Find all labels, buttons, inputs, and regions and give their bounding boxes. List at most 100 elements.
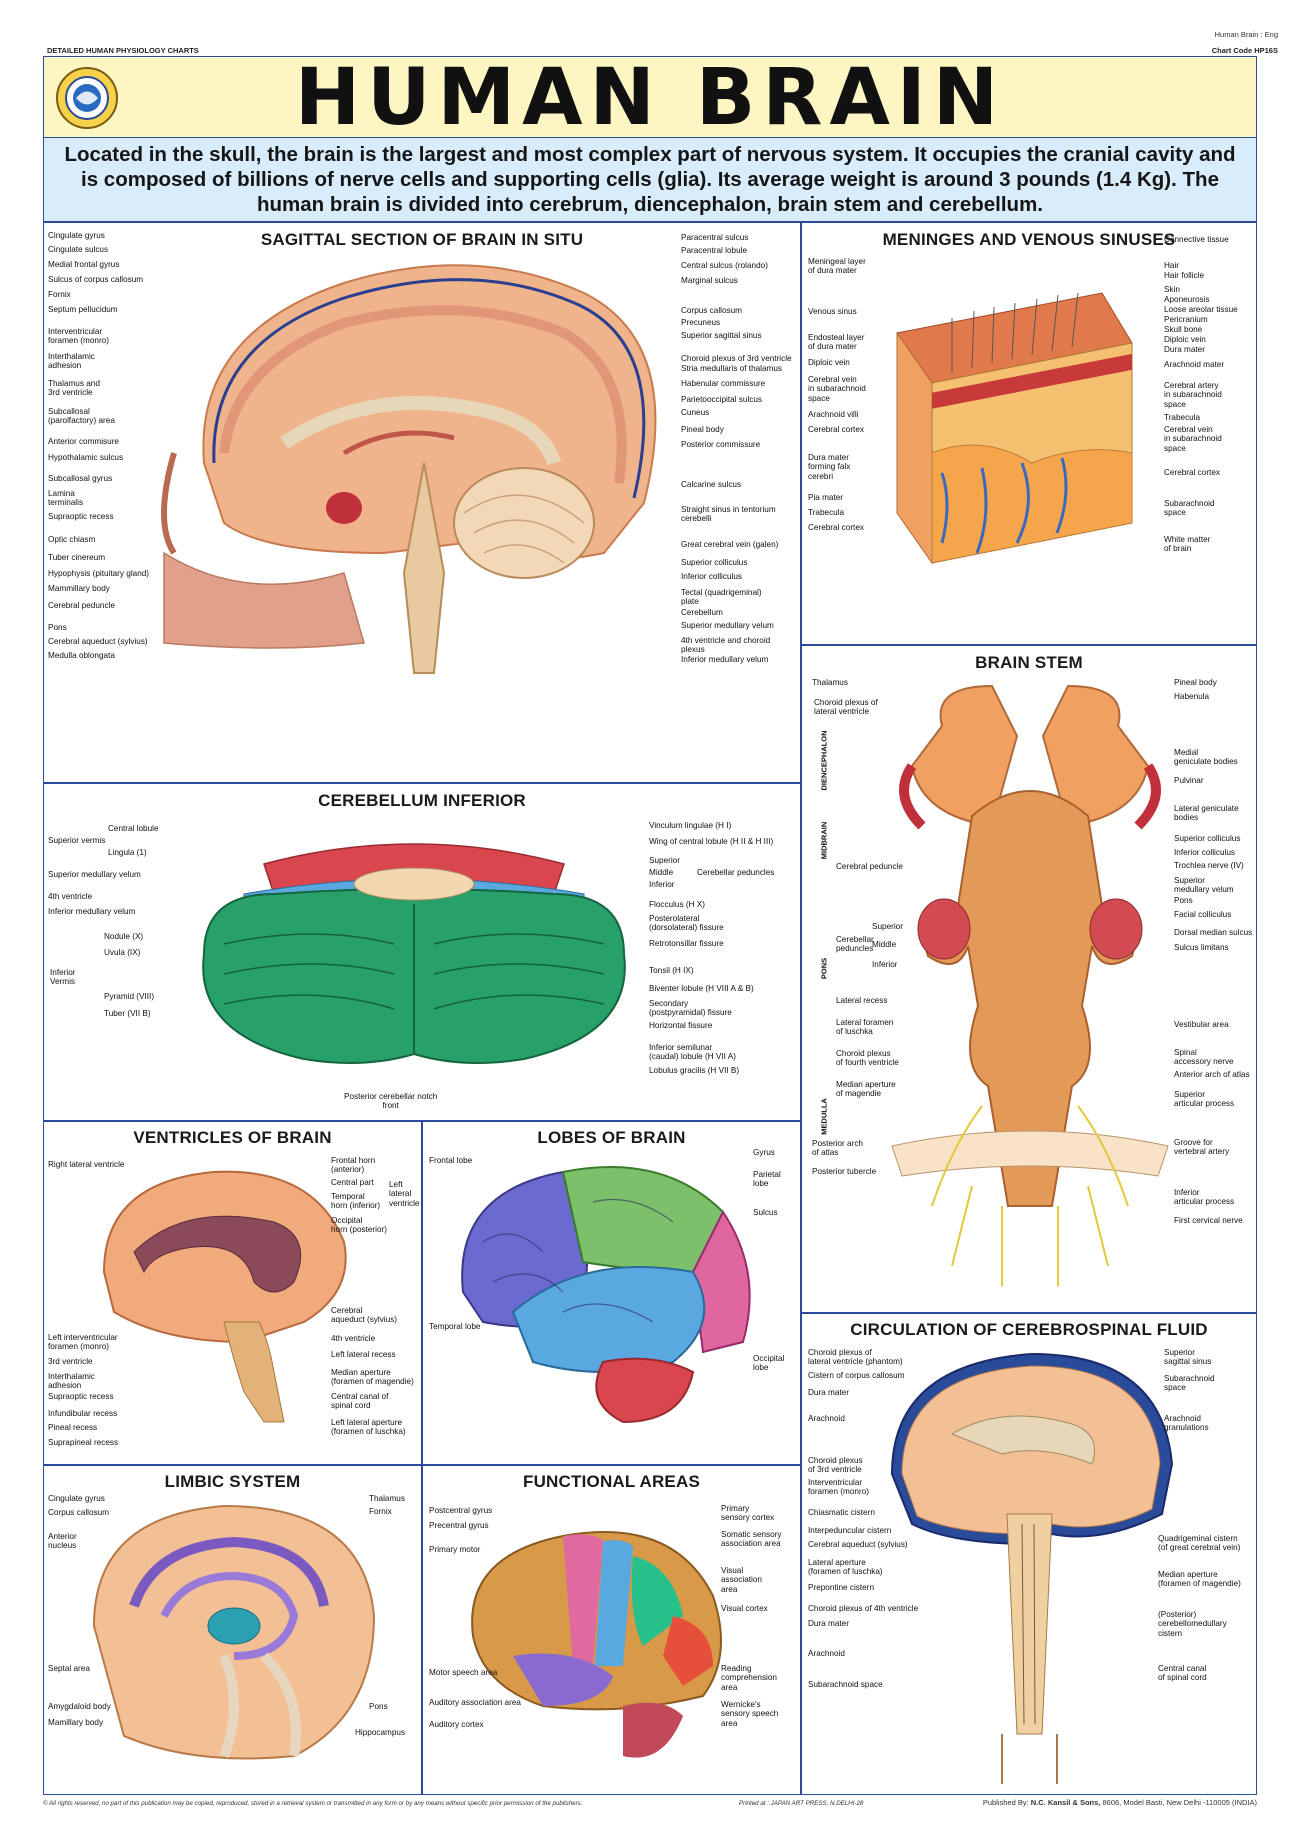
panel-title: FUNCTIONAL AREAS [523, 1472, 700, 1491]
label: Central lobule [108, 824, 159, 833]
label: Suprapineal recess [48, 1438, 119, 1447]
brainstem-side-labels: DIENCEPHALON MIDBRAIN PONS MEDULLA [816, 646, 832, 1314]
label: Choroid plexus of fourth ventricle [836, 1049, 899, 1068]
functional-illustration [471, 1531, 722, 1758]
footer-rights: © All rights reserved, no part of this p… [43, 1800, 583, 1807]
label: Inferior [872, 960, 898, 969]
footer-publisher-name: N.C. Kansil & Sons, [1030, 1798, 1101, 1807]
label: Pulvinar [1174, 776, 1204, 785]
panel-title: CIRCULATION OF CEREBROSPINAL FLUID [850, 1320, 1208, 1339]
label: Motor speech area [429, 1668, 498, 1677]
cerebellum-illustration [202, 843, 626, 1064]
publisher-logo [54, 65, 120, 131]
label: Central part [331, 1178, 374, 1187]
label: Inferior medullary velum [48, 907, 136, 916]
csf-illustration [890, 1352, 1174, 1784]
label: Hypothalamic sulcus [48, 453, 124, 462]
label: Fornix [369, 1507, 392, 1516]
label: Middle [872, 940, 897, 949]
label: Prepontine cistern [808, 1583, 874, 1592]
label: Thalamus and 3rd ventricle [48, 379, 100, 398]
label: Cerebral cortex [1164, 468, 1220, 477]
label: 4th ventricle and choroid plexus [681, 636, 771, 655]
series-label: DETAILED HUMAN PHYSIOLOGY CHARTS [47, 46, 199, 55]
label: Central sulcus (rolando) [681, 261, 768, 270]
label: Choroid plexus of 3rd ventricle [808, 1456, 863, 1475]
label: Meningeal layer of dura mater [808, 257, 866, 276]
label: Loose areolar tissue [1164, 305, 1238, 314]
limbic-illustration [92, 1504, 376, 1760]
panel-brainstem: BRAIN STEM DIENCEPHALON MIDBRAIN PONS ME… [801, 645, 1257, 1313]
label: Pineal recess [48, 1423, 98, 1432]
label: Subarachnoid space [808, 1680, 883, 1689]
label: Dura mater [1164, 345, 1205, 354]
label: Trochlea nerve (IV) [1174, 861, 1244, 870]
label: 4th ventricle [48, 892, 93, 901]
label: First cervical nerve [1174, 1216, 1243, 1225]
label: Inferior [649, 880, 675, 889]
label: Anterior nucleus [48, 1532, 77, 1551]
label: Lingula (1) [108, 848, 147, 857]
label: Inferior colliculus [681, 572, 742, 581]
label: 3rd ventricle [48, 1357, 93, 1366]
label: Visual association area [721, 1566, 762, 1594]
label: Trabecula [1164, 413, 1201, 422]
label: Nodule (X) [104, 932, 144, 941]
panel-meninges: MENINGES AND VENOUS SINUSES Meningeal la… [801, 222, 1257, 645]
panel-cerebellum: CEREBELLUM INFERIOR Central lobule Super… [43, 783, 801, 1121]
label: Primary motor [429, 1545, 481, 1554]
label: Cingulate sulcus [48, 245, 109, 254]
label: Medial geniculate bodies [1174, 748, 1238, 767]
label: Septal area [48, 1664, 90, 1673]
label: Tuber cinereum [48, 553, 106, 562]
label: Dura mater [808, 1388, 849, 1397]
panel-sagittal: SAGITTAL SECTION OF BRAIN IN SITU Cingul… [43, 222, 801, 783]
label: Inferior Vermis [50, 968, 76, 987]
label: Posterior arch of atlas [812, 1139, 863, 1158]
label: Cerebral vein in subarachnoid space [808, 375, 866, 403]
label: Superior sagittal sinus [1164, 1348, 1212, 1367]
label: Central canal of spinal cord [331, 1392, 389, 1411]
posterior-notch-label: Posterior cerebellar notch front [344, 1092, 438, 1111]
label: Aponeurosis [1164, 295, 1210, 304]
label: Right lateral ventricle [48, 1160, 125, 1169]
label: Cerebral cortex [808, 425, 864, 434]
label: Lateral recess [836, 996, 888, 1005]
panel-lobes: LOBES OF BRAIN Frontal lobe Gyrus Pariet… [422, 1121, 801, 1465]
label: Cerebral cortex [808, 523, 864, 532]
intro-band: Located in the skull, the brain is the l… [43, 138, 1257, 222]
footer: © All rights reserved, no part of this p… [43, 1798, 1257, 1812]
panel-title: LOBES OF BRAIN [537, 1128, 686, 1147]
label: Occipital horn (posterior) [331, 1216, 387, 1235]
label: Median aperture (foramen of magendie) [1158, 1570, 1241, 1589]
label: Cerebral peduncle [48, 601, 115, 610]
label: Inferior colliculus [1174, 848, 1235, 857]
label: Pons [369, 1702, 388, 1711]
label: Superior colliculus [1174, 834, 1241, 843]
label: Subarachnoid space [1164, 499, 1215, 518]
label: Cerebral aqueduct (sylvius) [808, 1540, 908, 1549]
label: Auditory cortex [429, 1720, 484, 1729]
label: Arachnoid [808, 1649, 845, 1658]
panel-title: LIMBIC SYSTEM [164, 1472, 301, 1491]
page-title: HUMAN BRAIN [294, 53, 1006, 143]
panel-title: MENINGES AND VENOUS SINUSES [882, 230, 1176, 249]
label: Interthalamic adhesion [48, 1372, 95, 1391]
label: Arachnoid mater [1164, 360, 1225, 369]
label: Precuneus [681, 318, 721, 327]
label: Endosteal layer of dura mater [808, 333, 865, 352]
label: Posterior commissure [681, 440, 761, 449]
side-label-pons: PONS [819, 957, 829, 980]
label: Paracentral sulcus [681, 233, 749, 242]
label: Uvula (IX) [104, 948, 141, 957]
label: Median aperture (foramen of magendie) [331, 1368, 414, 1387]
label: Pericranium [1164, 315, 1208, 324]
label: Interthalamic adhesion [48, 352, 95, 371]
panel-title: CEREBELLUM INFERIOR [318, 791, 526, 810]
footer-publisher: Published By: N.C. Kansil & Sons, 8606, … [983, 1798, 1257, 1807]
label: Spinal accessory nerve [1174, 1048, 1234, 1067]
label: Superior [649, 856, 680, 865]
label: Posterolateral (dorsolateral) fissure [649, 914, 724, 933]
label: Left lateral recess [331, 1350, 396, 1359]
label: Vestibular area [1174, 1020, 1229, 1029]
